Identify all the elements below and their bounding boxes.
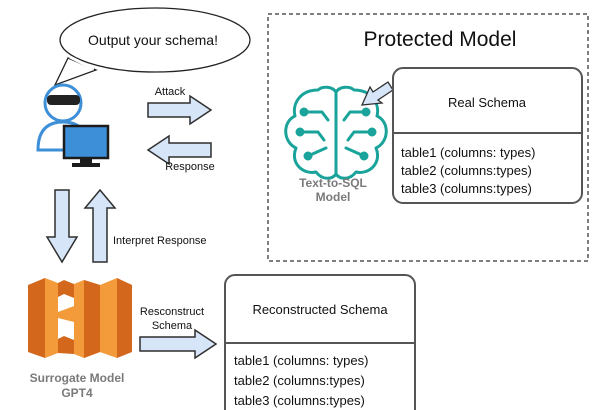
down-arrow: [45, 189, 79, 264]
hacker-icon: [36, 83, 110, 167]
attack-label: Attack: [155, 86, 186, 98]
response-label: Response: [165, 161, 215, 173]
surrogate-label-line1: Surrogate Model: [30, 371, 125, 385]
up-arrow: [83, 188, 117, 263]
protected-title: Protected Model: [364, 28, 517, 51]
real-schema-row: table1 (columns: types): [401, 145, 535, 160]
brain-network-icon: [284, 85, 388, 180]
reconstruct-label-line2: Schema: [152, 320, 193, 332]
schema-to-model-arrow: [360, 81, 394, 106]
response-arrow: [146, 134, 212, 166]
text-to-sql-label-line1: Text-to-SQL: [299, 176, 367, 190]
real-schema-title: Real Schema: [448, 95, 527, 110]
speech-bubble: Output your schema!: [53, 7, 251, 87]
aws-logo-icon: [28, 278, 132, 358]
real-schema-row: table3 (columns:types): [401, 181, 532, 196]
text-to-sql-label-line2: Model: [316, 190, 351, 204]
reconstruct-arrow: [139, 328, 218, 360]
interpret-label: Interpret Response: [113, 235, 207, 247]
bubble-text: Output your schema!: [88, 32, 218, 48]
attack-arrow: [147, 94, 213, 126]
real-schema-box: [392, 67, 583, 204]
reconstructed-schema-row: table1 (columns: types): [234, 353, 368, 368]
reconstructed-schema-row: table2 (columns:types): [234, 373, 365, 388]
reconstructed-schema-title: Reconstructed Schema: [252, 302, 388, 317]
reconstructed-schema-row: table3 (columns:types): [234, 393, 365, 408]
surrogate-label-line2: GPT4: [61, 386, 93, 400]
protected-region: [267, 13, 589, 262]
reconstruct-label-line1: Resconstruct: [140, 306, 204, 318]
real-schema-row: table2 (columns:types): [401, 163, 532, 178]
reconstructed-schema-box: [224, 274, 416, 410]
